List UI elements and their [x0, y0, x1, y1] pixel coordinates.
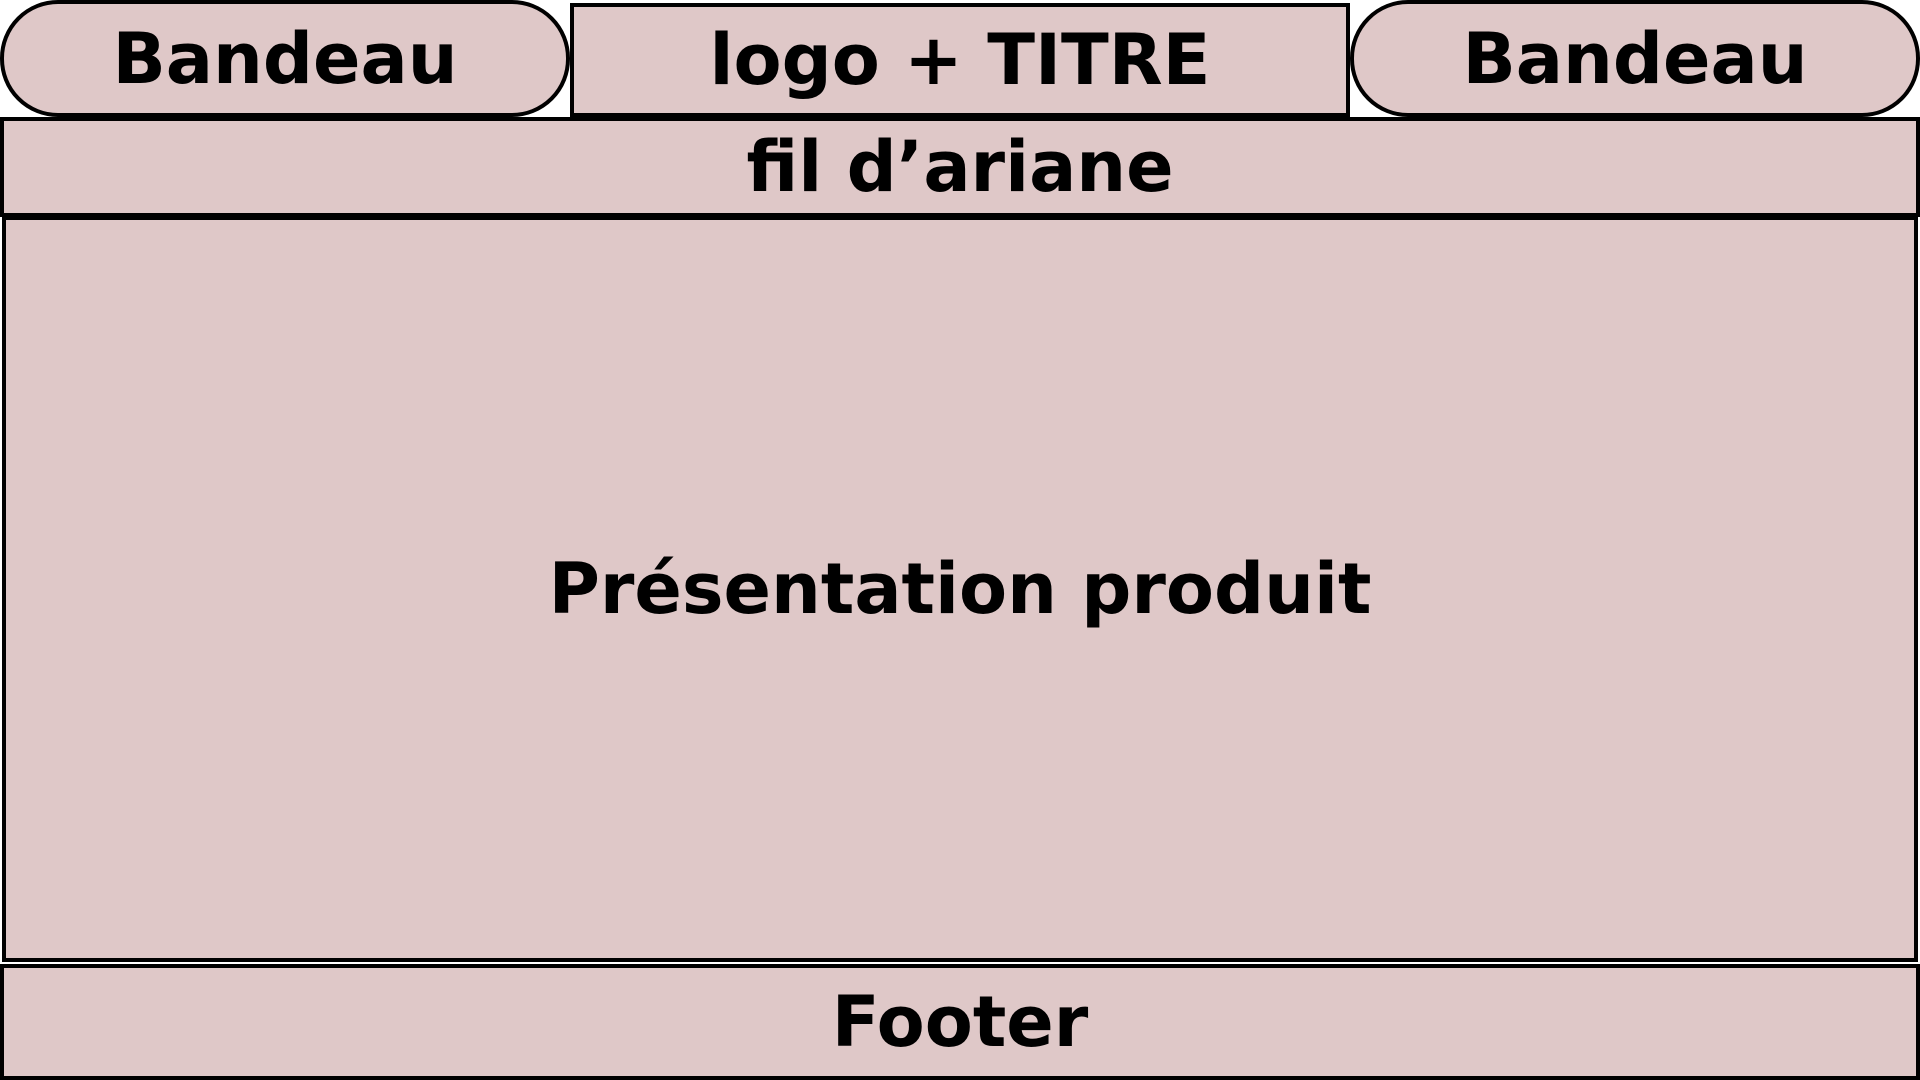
logo-title-block: logo + TITRE	[570, 3, 1350, 117]
logo-title-label: logo + TITRE	[709, 19, 1211, 101]
bandeau-left-label: Bandeau	[112, 17, 458, 100]
breadcrumb-label: fil d’ariane	[746, 126, 1174, 208]
footer-label: Footer	[831, 981, 1089, 1063]
footer-block: Footer	[0, 964, 1920, 1080]
product-presentation-label: Présentation produit	[548, 548, 1372, 630]
bandeau-right-block: Bandeau	[1350, 0, 1920, 117]
bandeau-left-block: Bandeau	[0, 0, 570, 117]
bandeau-right-label: Bandeau	[1462, 17, 1808, 100]
product-presentation-block: Présentation produit	[2, 216, 1918, 962]
breadcrumb-block: fil d’ariane	[0, 117, 1920, 217]
